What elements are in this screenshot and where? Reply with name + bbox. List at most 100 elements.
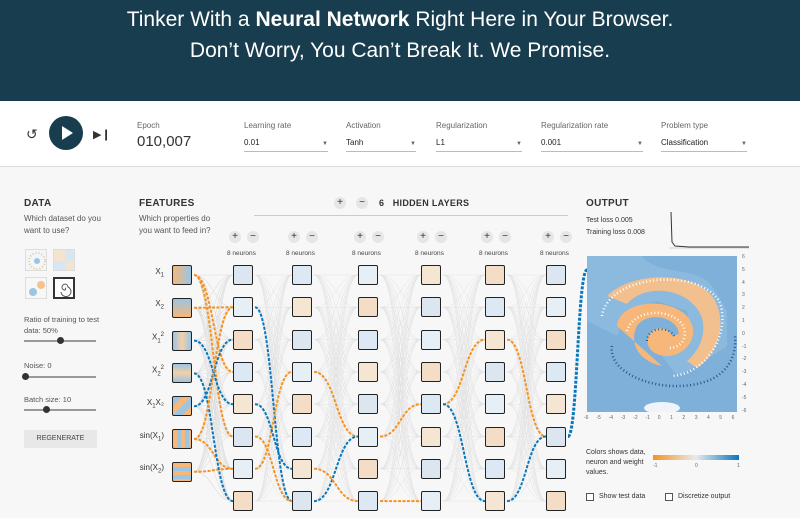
regularization-select[interactable]: L1▼ (436, 138, 522, 152)
hidden-neuron[interactable] (233, 426, 253, 447)
hidden-neuron[interactable] (233, 394, 253, 415)
weight-connection[interactable] (313, 274, 359, 502)
weight-connection[interactable] (379, 274, 422, 308)
weight-connection[interactable] (506, 274, 547, 340)
weight-connection[interactable] (506, 274, 547, 437)
weight-connection[interactable] (313, 274, 359, 437)
weight-connection[interactable] (313, 370, 359, 438)
weight-connection[interactable] (313, 435, 359, 503)
batch-size-slider[interactable] (24, 406, 96, 413)
hidden-neuron[interactable] (546, 297, 566, 318)
weight-connection[interactable] (254, 403, 293, 470)
weight-connection[interactable] (193, 274, 234, 407)
weight-connection[interactable] (506, 435, 547, 503)
weight-connection[interactable] (254, 306, 293, 503)
hidden-neuron[interactable] (546, 458, 566, 479)
weight-connection[interactable] (442, 468, 486, 502)
hidden-neuron[interactable] (485, 458, 505, 479)
weight-connection[interactable] (313, 274, 359, 405)
weight-connection[interactable] (254, 274, 293, 340)
hidden-neuron[interactable] (421, 394, 441, 415)
weight-connection[interactable] (313, 274, 359, 308)
weight-connection[interactable] (193, 339, 234, 406)
weight-connection[interactable] (379, 307, 422, 502)
add-neuron-button[interactable]: + (542, 231, 554, 243)
hidden-neuron[interactable] (421, 458, 441, 479)
hidden-neuron[interactable] (233, 265, 253, 285)
feature-node[interactable] (172, 363, 192, 384)
hidden-neuron[interactable] (358, 394, 378, 415)
weight-connection[interactable] (193, 274, 234, 438)
hidden-neuron[interactable] (358, 329, 378, 350)
hidden-neuron[interactable] (421, 426, 441, 447)
weight-connection[interactable] (379, 274, 422, 437)
remove-neuron-button[interactable]: − (499, 231, 511, 243)
weight-connection[interactable] (193, 372, 234, 503)
weight-connection[interactable] (379, 403, 422, 502)
remove-neuron-button[interactable]: − (435, 231, 447, 243)
hidden-neuron[interactable] (485, 426, 505, 447)
hidden-neuron[interactable] (421, 329, 441, 350)
hidden-neuron[interactable] (421, 361, 441, 382)
weight-connection[interactable] (442, 371, 486, 502)
feature-node[interactable] (172, 265, 192, 285)
hidden-neuron[interactable] (358, 426, 378, 447)
show-test-data-checkbox[interactable] (586, 493, 594, 501)
hidden-neuron[interactable] (546, 265, 566, 285)
weight-connection[interactable] (193, 339, 234, 473)
hidden-neuron[interactable] (233, 329, 253, 350)
reset-icon[interactable]: ↺ (26, 126, 38, 142)
hidden-neuron[interactable] (485, 265, 505, 285)
hidden-neuron[interactable] (358, 361, 378, 382)
ratio-slider-knob[interactable] (57, 337, 64, 344)
hidden-neuron[interactable] (292, 361, 312, 382)
hidden-neuron[interactable] (292, 297, 312, 318)
hidden-neuron[interactable] (292, 265, 312, 285)
weight-connection[interactable] (506, 274, 547, 470)
add-neuron-button[interactable]: + (354, 231, 366, 243)
weight-connection[interactable] (313, 371, 359, 502)
weight-connection[interactable] (254, 274, 293, 373)
feature-node[interactable] (172, 330, 192, 351)
remove-neuron-button[interactable]: − (560, 231, 572, 243)
weight-connection[interactable] (254, 370, 293, 470)
weight-connection[interactable] (442, 274, 486, 373)
remove-neuron-button[interactable]: − (372, 231, 384, 243)
weight-connection[interactable] (442, 339, 486, 502)
feature-node[interactable] (172, 297, 192, 318)
hidden-neuron[interactable] (233, 491, 253, 512)
weight-connection[interactable] (506, 307, 547, 502)
add-neuron-button[interactable]: + (481, 231, 493, 243)
weight-connection[interactable] (379, 403, 422, 438)
feature-node[interactable] (172, 396, 192, 417)
weight-connection[interactable] (254, 274, 293, 405)
add-neuron-button[interactable]: + (288, 231, 300, 243)
weight-connection[interactable] (254, 274, 293, 437)
remove-layer-button[interactable]: − (356, 197, 368, 209)
weight-connection[interactable] (442, 274, 486, 502)
weight-connection[interactable] (313, 467, 359, 503)
weight-connection[interactable] (379, 371, 422, 502)
weight-connection[interactable] (442, 274, 486, 308)
weight-connection[interactable] (254, 403, 293, 502)
add-layer-button[interactable]: + (334, 197, 346, 209)
weight-connection[interactable] (193, 467, 234, 473)
discretize-output-checkbox[interactable] (665, 493, 673, 501)
weight-connection[interactable] (313, 339, 359, 502)
weight-connection[interactable] (193, 371, 234, 473)
hidden-neuron[interactable] (358, 297, 378, 318)
weight-connection[interactable] (254, 339, 293, 502)
hidden-neuron[interactable] (292, 394, 312, 415)
weight-connection[interactable] (442, 307, 486, 502)
add-neuron-button[interactable]: + (229, 231, 241, 243)
dataset-spiral[interactable] (53, 277, 75, 299)
weight-connection[interactable] (313, 274, 359, 340)
weight-connection[interactable] (193, 274, 234, 373)
weight-connection[interactable] (193, 338, 234, 408)
regenerate-button[interactable]: REGENERATE (24, 430, 97, 448)
weight-connection[interactable] (379, 274, 422, 340)
add-neuron-button[interactable]: + (417, 231, 429, 243)
weight-connection[interactable] (254, 274, 293, 470)
weight-connection[interactable] (254, 274, 293, 308)
weight-connection[interactable] (506, 274, 547, 405)
